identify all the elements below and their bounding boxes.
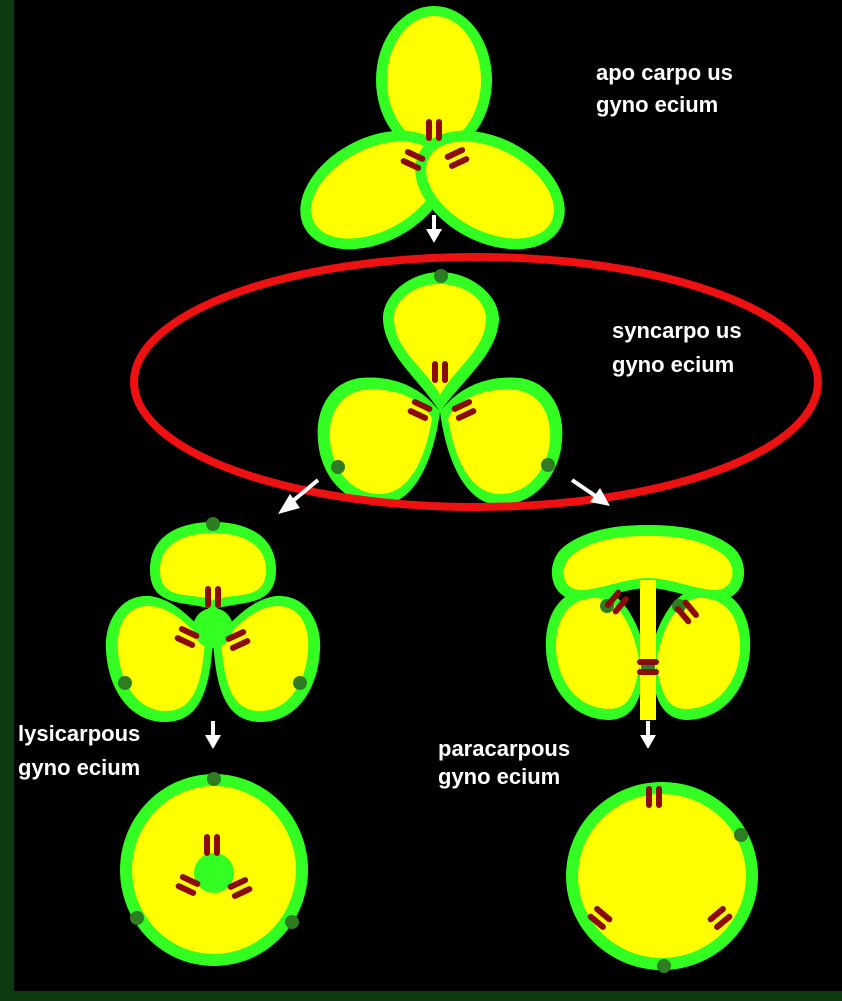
paracarpous-label-line2: gyno ecium: [438, 764, 560, 789]
lysicarpous-label-line2: gyno ecium: [18, 755, 140, 780]
bottom-border: [0, 991, 842, 1001]
paracarpous-intermediate-figure: [546, 525, 750, 720]
apocarpous-label-line2: gyno ecium: [596, 92, 718, 117]
paracarpous-label-line1: paracarpous: [438, 736, 570, 761]
syncarpous-label-line1: syncarpo us: [612, 318, 742, 343]
syncarpous-label-line2: gyno ecium: [612, 352, 734, 377]
lysicarpous-label-line1: lysicarpous: [18, 721, 140, 746]
apocarpous-label-line1: apo carpo us: [596, 60, 733, 85]
left-border: [0, 0, 14, 1001]
